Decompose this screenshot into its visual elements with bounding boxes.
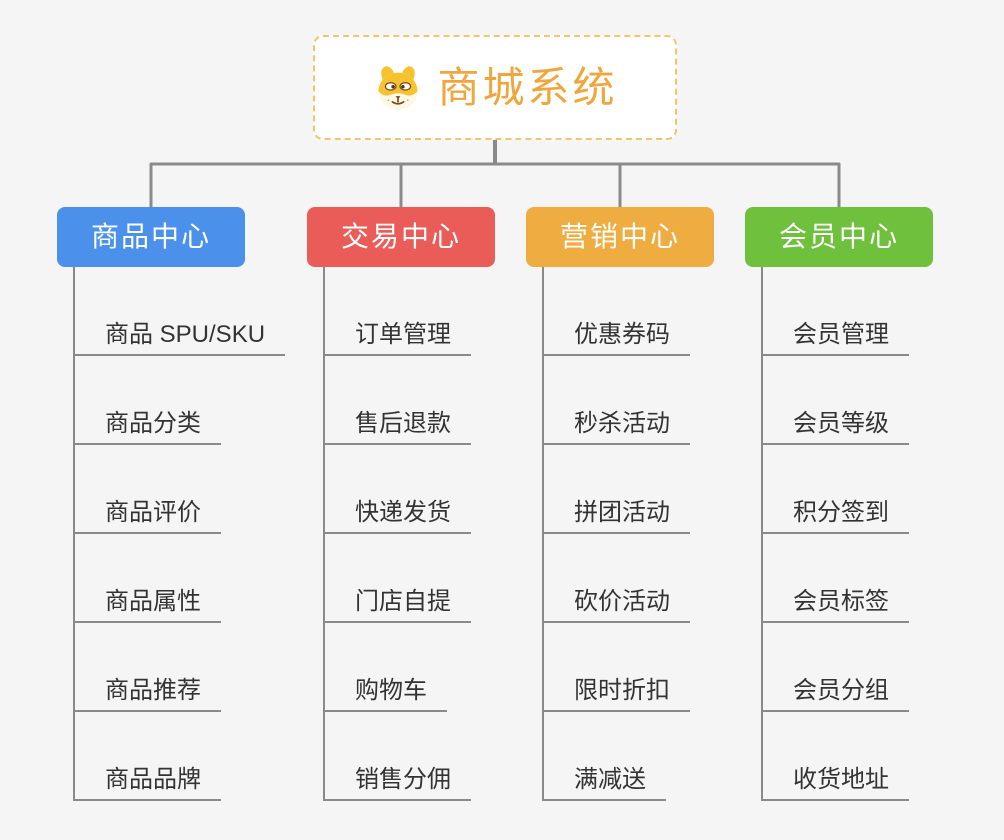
branch-item[interactable]: 秒杀活动 [544, 356, 690, 445]
root-title: 商城系统 [437, 63, 618, 111]
branch-column-2: 交易中心 订单管理售后退款快递发货门店自提购物车销售分佣 [307, 207, 495, 801]
branch-item[interactable]: 会员分组 [763, 623, 909, 712]
branch-item[interactable]: 商品 SPU/SKU [75, 267, 286, 356]
branch-item[interactable]: 收货地址 [763, 712, 909, 801]
branch-item[interactable]: 购物车 [325, 623, 447, 712]
branch-item[interactable]: 商品属性 [75, 534, 221, 623]
branch-item-list: 会员管理会员等级积分签到会员标签会员分组收货地址 [761, 267, 933, 801]
branch-node-1[interactable]: 商品中心 [57, 207, 245, 267]
branch-item[interactable]: 销售分佣 [325, 712, 471, 801]
branch-label: 会员中心 [778, 221, 899, 252]
branch-item[interactable]: 满减送 [544, 712, 666, 801]
branch-node-4[interactable]: 会员中心 [745, 207, 933, 267]
branch-label: 商品中心 [90, 221, 211, 252]
branch-item[interactable]: 门店自提 [325, 534, 471, 623]
branch-node-3[interactable]: 营销中心 [526, 207, 714, 267]
branch-item[interactable]: 商品推荐 [75, 623, 221, 712]
branch-item[interactable]: 会员管理 [763, 267, 909, 356]
branch-item[interactable]: 会员标签 [763, 534, 909, 623]
branch-item-list: 订单管理售后退款快递发货门店自提购物车销售分佣 [323, 267, 495, 801]
branch-item[interactable]: 订单管理 [325, 267, 471, 356]
branch-column-3: 营销中心 优惠券码秒杀活动拼团活动砍价活动限时折扣满减送 [526, 207, 714, 801]
branch-item[interactable]: 商品品牌 [75, 712, 221, 801]
root-node[interactable]: 商城系统 [313, 35, 677, 140]
branch-node-2[interactable]: 交易中心 [307, 207, 495, 267]
branch-item[interactable]: 积分签到 [763, 445, 909, 534]
branch-item[interactable]: 优惠券码 [544, 267, 690, 356]
branch-item[interactable]: 商品分类 [75, 356, 221, 445]
branch-item[interactable]: 商品评价 [75, 445, 221, 534]
branch-item[interactable]: 砍价活动 [544, 534, 690, 623]
branch-item-list: 优惠券码秒杀活动拼团活动砍价活动限时折扣满减送 [542, 267, 714, 801]
branch-label: 交易中心 [340, 221, 461, 252]
dog-face-icon [372, 62, 424, 114]
branch-item[interactable]: 会员等级 [763, 356, 909, 445]
branch-item[interactable]: 限时折扣 [544, 623, 690, 712]
branch-label: 营销中心 [559, 221, 680, 252]
branch-column-4: 会员中心 会员管理会员等级积分签到会员标签会员分组收货地址 [745, 207, 933, 801]
branch-item[interactable]: 拼团活动 [544, 445, 690, 534]
branch-item[interactable]: 售后退款 [325, 356, 471, 445]
branch-item[interactable]: 快递发货 [325, 445, 471, 534]
